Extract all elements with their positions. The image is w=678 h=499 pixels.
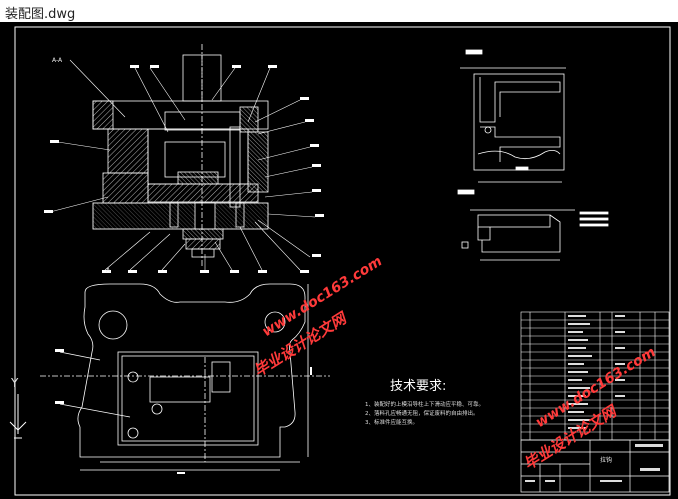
- tech-requirement-1: 1、装配好的上模沿导柱上下滑动应平稳、可靠。: [365, 400, 484, 408]
- bom-cell-text: [568, 315, 625, 429]
- plan-view: [40, 283, 330, 471]
- assembly-section-view: [92, 44, 269, 267]
- cad-drawing-canvas[interactable]: A-A A Y: [0, 22, 678, 499]
- tech-requirement-3: 3、标准件应能互换。: [365, 418, 418, 426]
- title-block-part-name: 拉钩: [600, 456, 612, 464]
- plan-view-dim-marks: [55, 349, 312, 474]
- title-block: [520, 439, 670, 493]
- view-marker-a: A: [106, 267, 111, 274]
- window-title: 装配图.dwg: [5, 7, 76, 22]
- section-leader-lines: [49, 59, 316, 271]
- window-titlebar: 装配图.dwg: [0, 0, 678, 23]
- axis-label-y: Y: [10, 376, 19, 390]
- drawing-border: [14, 26, 671, 496]
- section-leader-tags: [44, 65, 324, 273]
- part-detail-view-2: [461, 209, 609, 261]
- part-detail-view-1: [457, 49, 566, 195]
- bill-of-materials-table: [520, 311, 670, 441]
- ucs-axis-icon: [9, 394, 27, 439]
- tech-requirements-title: 技术要求:: [390, 379, 446, 394]
- tech-requirement-2: 2、落料孔应畅通无阻，保证废料的自由排出。: [365, 409, 479, 417]
- title-block-marks: [525, 444, 663, 482]
- section-label: A-A: [52, 57, 63, 64]
